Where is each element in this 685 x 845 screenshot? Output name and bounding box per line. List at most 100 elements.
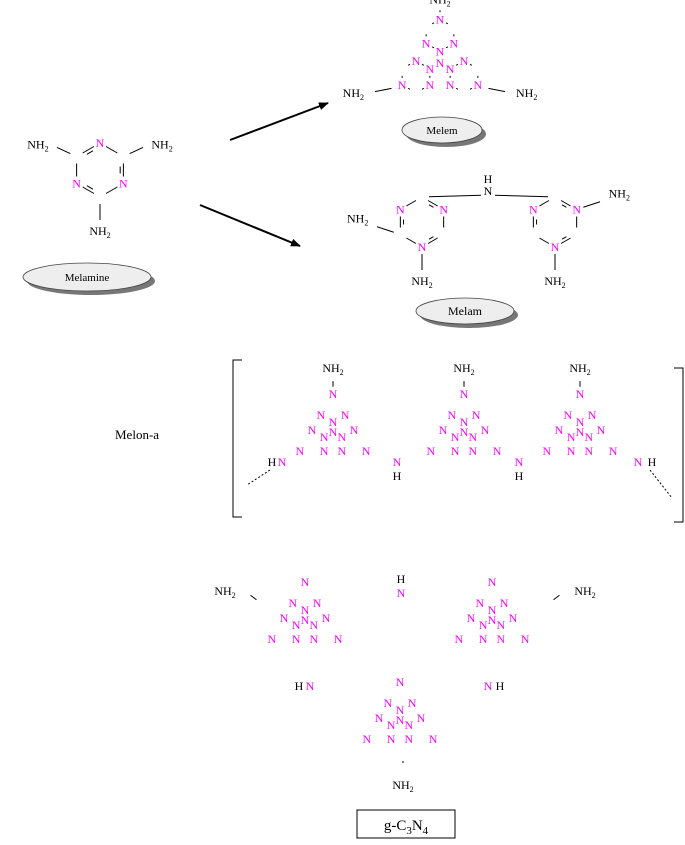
end-h: H [648,455,657,469]
amine-group: NH2 [411,274,432,290]
amine-group: NH2 [569,361,590,377]
nitrogen-atom: N [422,36,431,50]
amine-group: NH2 [151,138,172,154]
nitrogen-atom: N [289,596,298,610]
nitrogen-atom: N [362,444,371,458]
nitrogen-atom: N [521,632,530,646]
nitrogen-atom: N [460,425,469,439]
bond [407,63,411,66]
bond [250,594,257,601]
bond [374,87,392,93]
nitrogen-atom: N [576,425,585,439]
nitrogen-atom: N [529,203,538,217]
bond [129,146,144,155]
nitrogen-atom: N [460,415,469,429]
nitrogen-atom: N [384,696,393,710]
nitrogen-atom: N [448,408,457,422]
bond [406,200,417,207]
bond [445,22,449,25]
nitrogen-atom: N [429,732,438,746]
arrow-to-melam [199,204,301,247]
bridge-h: H [515,469,524,483]
amine-group: NH2 [574,584,595,600]
amine-group: NH2 [544,274,565,290]
bond [421,87,425,90]
nitrogen-atom: N [405,718,414,732]
nitrogen-atom: N [412,54,421,68]
bond [427,200,438,207]
nitrogen-atom: N [481,423,490,437]
bridge-n: N [515,455,524,469]
nitrogen-atom: N [408,696,417,710]
nitrogen-atom: N [396,675,405,689]
gcn-label: g-C3N4 [356,809,456,839]
nitrogen-atom: N [588,408,597,422]
bond [553,594,560,601]
bond [431,46,435,49]
nitrogen-atom: N [334,632,343,646]
bond [494,194,549,198]
chain-continuation [649,469,673,499]
nitrogen-atom: N [450,36,459,50]
double-bond [86,185,94,190]
nitrogen-atom: N [418,240,427,254]
nitrogen-atom: N [426,78,435,92]
bond [469,63,473,66]
nitrogen-atom: N [426,62,435,76]
nitrogen-atom: N [555,423,564,437]
nitrogen-atom: N [387,732,396,746]
nitrogen-atom: N [497,618,506,632]
nitrogen-atom: N [567,444,576,458]
nitrogen-atom: N [576,415,585,429]
double-bond [86,150,94,155]
left-bracket [232,359,242,518]
nitrogen-atom: N [387,718,396,732]
bond [539,200,550,207]
bond [56,146,71,155]
nitrogen-atom: N [572,203,581,217]
amine-group: NH2 [343,86,364,102]
nitrogen-atom: N [585,430,594,444]
double-bond [561,204,567,208]
nitrogen-atom: N [320,430,329,444]
nitrogen-atom: N [564,408,573,422]
bond [105,186,118,194]
bond [445,46,449,49]
end-n: N [278,455,287,469]
nitrogen-atom: N [329,387,338,401]
gcn-prefix: g-C [384,818,407,834]
nitrogen-atom: N [474,78,483,92]
melem-label: Melem [401,116,486,147]
nitrogen-atom: N [301,613,310,627]
amine-group: NH2 [453,361,474,377]
nitrogen-atom: N [296,444,305,458]
nitrogen-atom: N [446,78,455,92]
nitrogen-atom: N [469,430,478,444]
nitrogen-atom: N [472,408,481,422]
end-n: N [634,455,643,469]
nitrogen-atom: N [476,596,485,610]
bridge-n: N [397,586,406,600]
chain-continuation [246,469,271,486]
right-bracket [674,367,684,523]
nitrogen-atom: N [488,575,497,589]
nitrogen-atom: N [338,444,347,458]
nitrogen-atom: N [280,611,289,625]
nitrogen-atom: N [398,78,407,92]
amine-group: NH2 [347,212,368,228]
nitrogen-atom: N [308,423,317,437]
bond [560,237,571,244]
amine-group: NH2 [27,138,48,154]
gcn-sub-n: 4 [423,825,429,837]
bond [406,237,417,244]
bridge-h: H [393,469,402,483]
nitrogen-atom: N [500,596,509,610]
nitrogen-atom: N [72,177,81,191]
nitrogen-atom: N [375,711,384,725]
nitrogen-atom: N [96,136,105,150]
nitrogen-atom: N [292,632,301,646]
nitrogen-atom: N [488,603,497,617]
nitrogen-atom: N [396,203,405,217]
gcn-sub-c: 3 [406,825,412,837]
